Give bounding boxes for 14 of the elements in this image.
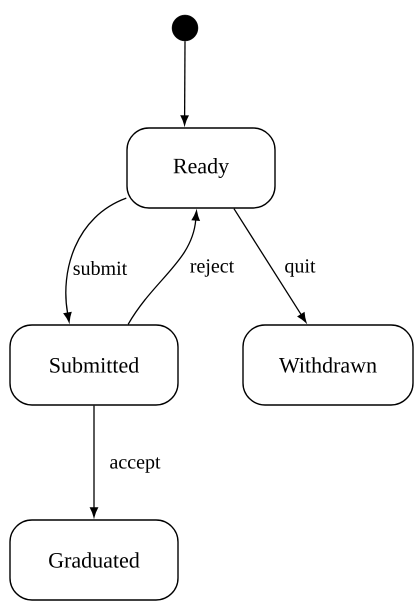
arrow bbox=[180, 41, 189, 126]
edge-label: reject bbox=[188, 258, 236, 278]
start-dot bbox=[172, 14, 198, 42]
arrow bbox=[90, 406, 98, 518]
arrow bbox=[64, 198, 127, 322]
arrow bbox=[128, 210, 200, 325]
edge-label: accept bbox=[108, 456, 162, 474]
state-box: Submitted bbox=[9, 324, 179, 406]
state-box: Withdrawn bbox=[242, 324, 414, 406]
edge-label: quit bbox=[283, 258, 317, 278]
arrow bbox=[233, 208, 306, 323]
edge-label: submit bbox=[72, 260, 128, 276]
state-box: Ready bbox=[126, 127, 276, 209]
state-box: Graduated bbox=[9, 519, 179, 601]
